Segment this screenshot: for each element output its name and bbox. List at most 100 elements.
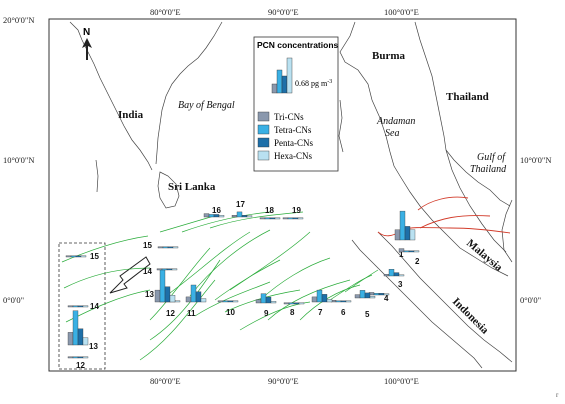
site-label: 13	[145, 290, 154, 299]
site-bar	[383, 293, 390, 296]
site-bar	[409, 229, 416, 241]
site-bar	[287, 217, 294, 220]
site-bar	[269, 217, 276, 220]
site-bar	[259, 217, 266, 220]
site-bar	[190, 284, 197, 303]
site-bar	[167, 246, 174, 249]
inset-bar	[72, 356, 79, 359]
site-bar	[297, 217, 304, 220]
inset-site-label: 14	[90, 302, 99, 311]
site-bar	[159, 269, 166, 303]
site-label: 5	[365, 310, 370, 319]
inset-bar	[72, 310, 79, 346]
label-gulf-thailand: Thailand	[470, 164, 507, 175]
site-bar	[265, 296, 272, 304]
legend-box	[253, 36, 339, 172]
site-label: 11	[187, 309, 196, 318]
site-bar	[321, 294, 328, 303]
site-bar	[255, 299, 262, 304]
site-label: 3	[398, 280, 403, 289]
site-bar	[326, 299, 333, 303]
site-bar	[218, 215, 225, 218]
label-andaman: Andaman	[376, 116, 415, 127]
site-bar	[364, 292, 371, 299]
lat-left-20: 20°0'0"N	[3, 15, 35, 25]
site-bar	[241, 215, 248, 218]
inset-bar	[82, 305, 89, 308]
site-bar	[283, 302, 290, 305]
site-bar	[388, 269, 395, 277]
inset-bar	[77, 356, 84, 359]
site-bar	[236, 211, 243, 218]
site-bar	[217, 300, 224, 303]
site-label: 6	[341, 308, 346, 317]
site-bar	[373, 293, 380, 296]
site-label: 19	[292, 206, 301, 215]
site-bar	[203, 213, 210, 218]
site-bar	[288, 302, 295, 305]
legend-scale-bars	[271, 57, 293, 94]
site-bar	[292, 217, 299, 220]
inset-site-label: 12	[76, 361, 85, 370]
label-sri-lanka: Sri Lanka	[168, 181, 216, 193]
legend-scale-label: 0.68 pg m-3	[295, 79, 332, 88]
site-bar	[408, 250, 415, 253]
site-label: 2	[415, 257, 420, 266]
inset-bar	[72, 305, 79, 308]
inset-arrow-icon	[109, 256, 151, 294]
north-label: N	[83, 27, 90, 38]
inset-bar	[82, 356, 89, 359]
inset-bar	[75, 255, 82, 258]
site-bar	[394, 229, 401, 241]
site-label: 15	[143, 241, 152, 250]
inset-bar	[67, 305, 74, 308]
site-bar	[232, 300, 239, 303]
lat-right-10: 10°0'0"N	[520, 155, 552, 165]
legend-swatch	[257, 137, 270, 148]
site-bar	[311, 296, 318, 303]
site-bar	[166, 268, 173, 271]
site-bar	[185, 296, 192, 303]
site-bar	[340, 300, 347, 303]
land-outlines	[69, 21, 513, 369]
site-bar	[404, 226, 411, 241]
site-bar	[345, 300, 352, 303]
lon-top-100: 100°0'0"E	[384, 7, 419, 17]
legend-label: Penta-CNs	[274, 138, 313, 148]
legend-title: PCN concentrations	[257, 40, 339, 50]
label-gulf-of: Gulf of	[477, 152, 506, 163]
site-bar	[222, 300, 229, 303]
site-bar	[316, 289, 323, 303]
site-bar	[398, 274, 405, 277]
site-bar	[164, 286, 171, 303]
coordinate-labels: 80°0'0"E 90°0'0"E 100°0'0"E 80°0'0"E 90°…	[3, 7, 552, 386]
site-label: 16	[212, 206, 221, 215]
legend-swatch	[257, 124, 270, 135]
site-bar	[274, 217, 281, 220]
site-bar	[161, 268, 168, 271]
site-bar	[174, 300, 181, 303]
legend-swatch	[257, 150, 270, 161]
lat-left-0: 0°0'0"	[3, 295, 24, 305]
site-bar	[359, 290, 366, 299]
legend-swatch	[257, 111, 270, 122]
place-names: India Bay of Bengal Burma Thailand Andam…	[118, 50, 507, 337]
label-bay-of-bengal: Bay of Bengal	[178, 100, 235, 111]
site-label: 9	[264, 309, 269, 318]
site-bar	[282, 217, 289, 220]
site-bar	[195, 291, 202, 303]
corner-mark: r	[556, 391, 559, 399]
site-label: 1	[399, 250, 404, 259]
site-bar	[413, 250, 420, 253]
site-label: 10	[226, 308, 235, 317]
lon-top-80: 80°0'0"E	[150, 7, 181, 17]
site-bar	[298, 302, 305, 305]
site-label: 12	[166, 309, 175, 318]
site-bar	[200, 298, 207, 303]
lon-bottom-90: 90°0'0"E	[268, 376, 299, 386]
inset-bar	[82, 337, 89, 346]
legend-label: Hexa-CNs	[274, 151, 312, 161]
lat-right-0: 0°0'0"	[520, 295, 541, 305]
